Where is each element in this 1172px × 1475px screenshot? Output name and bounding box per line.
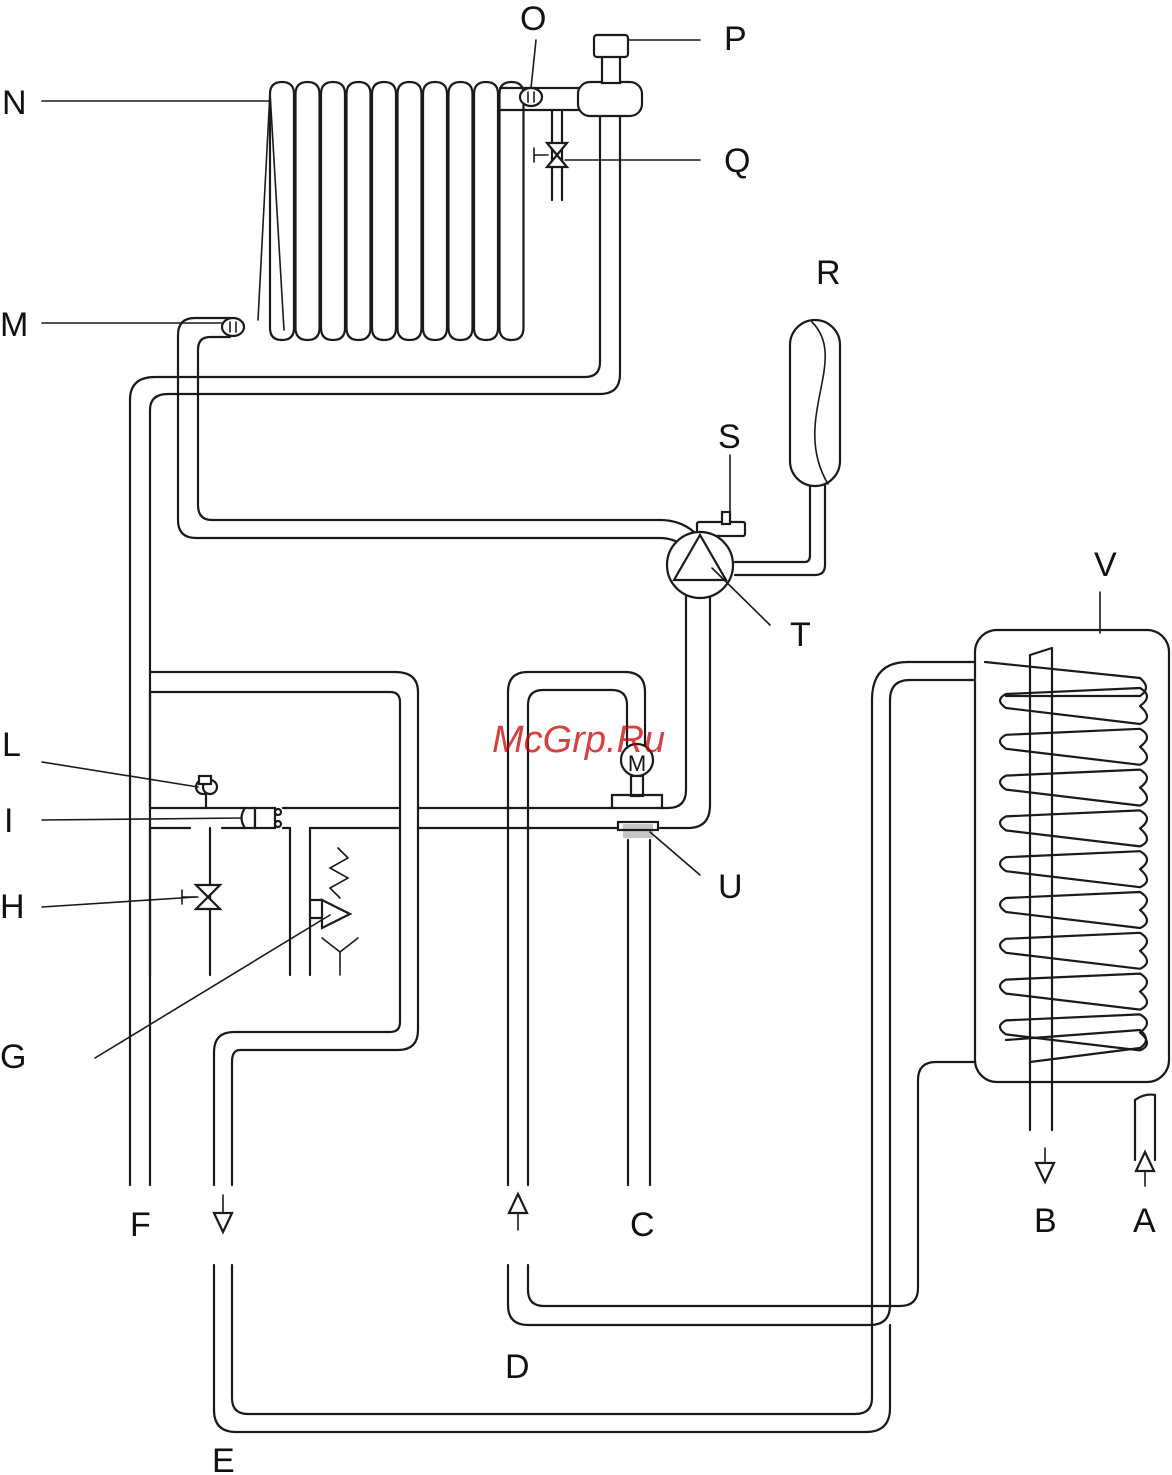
expansion-vessel bbox=[790, 320, 840, 486]
coil-turn bbox=[423, 82, 447, 340]
label-e: E bbox=[212, 1442, 235, 1475]
flow-sensor-i bbox=[242, 808, 282, 828]
sensor-o bbox=[520, 88, 542, 106]
label-l: L bbox=[2, 726, 21, 764]
coil-turn bbox=[296, 82, 320, 340]
label-u: U bbox=[718, 868, 743, 906]
watermark: McGrp.Ru bbox=[492, 719, 665, 761]
label-i: I bbox=[4, 802, 13, 840]
label-v: V bbox=[1094, 546, 1117, 584]
coil-turn bbox=[500, 82, 524, 340]
coil-turn bbox=[449, 82, 473, 340]
coil-turn bbox=[398, 82, 422, 340]
label-c: C bbox=[630, 1206, 655, 1244]
label-f: F bbox=[130, 1206, 151, 1244]
safety-valve-g bbox=[310, 848, 358, 975]
sensor-m bbox=[222, 318, 244, 336]
label-a: A bbox=[1133, 1202, 1156, 1240]
label-m: M bbox=[0, 306, 28, 344]
heat-exchanger-coil bbox=[258, 82, 524, 340]
coil-turn bbox=[321, 82, 345, 340]
pump bbox=[667, 512, 745, 598]
coil-turn bbox=[347, 82, 371, 340]
flow-arrows bbox=[214, 1148, 1154, 1232]
label-q: Q bbox=[724, 142, 750, 180]
label-t: T bbox=[790, 616, 811, 654]
label-p: P bbox=[724, 20, 747, 58]
label-o: O bbox=[520, 0, 546, 38]
label-b: B bbox=[1034, 1202, 1057, 1240]
label-d: D bbox=[505, 1348, 530, 1386]
pressure-sensor-l bbox=[196, 776, 217, 808]
label-n: N bbox=[2, 84, 27, 122]
storage-tank bbox=[975, 630, 1169, 1160]
pipework bbox=[130, 115, 1030, 1432]
label-g: G bbox=[0, 1038, 26, 1076]
coil-turn bbox=[372, 82, 396, 340]
label-r: R bbox=[816, 254, 841, 292]
coil-turn bbox=[474, 82, 498, 340]
label-s: S bbox=[718, 418, 741, 456]
label-h: H bbox=[0, 888, 25, 926]
